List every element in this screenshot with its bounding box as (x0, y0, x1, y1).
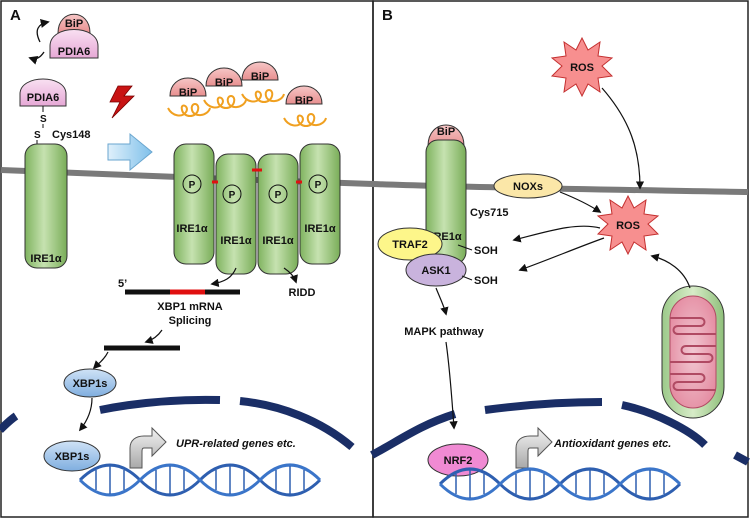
ros-burst-icon-top (550, 36, 614, 98)
ire1-oligomer-3 (257, 153, 299, 275)
ros-to-ask1-arrow (518, 237, 605, 272)
ire1-oligomer-4 (299, 143, 341, 265)
pdia6-bound (19, 78, 67, 107)
splicing-arrow (210, 267, 237, 288)
soh-ask1-label: SOH (474, 275, 498, 287)
mito-to-ros-arrow (650, 253, 691, 289)
spliced-arrow (144, 329, 163, 344)
nuclear-import-arrow (78, 397, 93, 432)
xbp1s-cytosolic-label: XBP1s (73, 378, 108, 390)
phospho-label-1: P (189, 180, 196, 191)
ire1-oligomer-1 (173, 143, 215, 265)
ask1-protein (405, 253, 467, 287)
phospho-circle-2 (222, 184, 242, 204)
noxs-label: NOXs (513, 181, 543, 193)
xbp1s-nuclear (43, 440, 101, 472)
ire1-oligomer-label-3: IRE1α (262, 235, 293, 247)
pdia6-bound-label: PDIA6 (27, 92, 59, 104)
splicing-label: Splicing (169, 315, 212, 327)
translation-arrow (92, 351, 109, 370)
phospho-circle-3 (268, 184, 288, 204)
cys148-label: Cys148 (52, 129, 91, 141)
bip-released-1 (169, 77, 207, 97)
upr-genes-label: UPR-related genes etc. (176, 438, 296, 450)
ros-top-label: ROS (570, 62, 594, 74)
ridd-label: RIDD (289, 287, 316, 299)
noxs-enzyme (493, 173, 563, 199)
dna-helix-icon (78, 463, 322, 497)
ire1-oligomer-label-1: IRE1α (176, 223, 207, 235)
cys715-soh-bond (457, 244, 473, 251)
mitochondrion-icon (661, 285, 725, 419)
nuclear-envelope (0, 395, 750, 466)
ros-burst-icon-center (596, 194, 660, 256)
bip-released-1-label: BiP (179, 87, 197, 99)
exchange-arrow-up (36, 18, 50, 43)
ridd-arrow (283, 267, 298, 284)
bip-bound-label: BiP (437, 126, 455, 138)
ros-center-label: ROS (616, 220, 640, 232)
ros-influx-arrow (601, 87, 645, 190)
bip-label: BiP (65, 18, 83, 30)
traf2-protein (377, 227, 443, 261)
ask1-soh-bond (461, 275, 473, 281)
phospho-label-3: P (275, 190, 282, 201)
ask1-label: ASK1 (421, 265, 450, 277)
bip-released-2-label: BiP (215, 77, 233, 89)
exchange-arrow-back (28, 51, 45, 65)
ros-to-ire1-arrow (512, 225, 601, 243)
bent-arrow-icon-b (515, 426, 553, 469)
ire1-oligomer: P P P P IRE1α IRE1α IRE1α IRE1α (173, 143, 341, 275)
ire1-oligomer-2 (215, 153, 257, 275)
nrf2-label: NRF2 (444, 455, 473, 467)
ask1-to-mapk-arrow (435, 287, 449, 316)
pdia6-label: PDIA6 (58, 46, 90, 58)
bip-released-2 (205, 67, 243, 87)
ire1-monomer-label: IRE1α (30, 253, 61, 265)
ire1-oligomer-label-4: IRE1α (304, 223, 335, 235)
phospho-circle-1 (182, 174, 202, 194)
pdia6-shape (49, 29, 99, 59)
lightning-icon (109, 85, 135, 119)
dna-helix-icon-b (438, 467, 682, 501)
traf2-label: TRAF2 (392, 239, 427, 251)
er-membrane (0, 167, 749, 195)
mapk-label: MAPK pathway (404, 326, 484, 338)
ire1-oligomer-label-2: IRE1α (220, 235, 251, 247)
antioxidant-genes-label: Antioxidant genes etc. (553, 438, 671, 450)
panel-a-label: A (10, 7, 21, 24)
phospho-label-4: P (315, 180, 322, 191)
block-arrow-icon (107, 132, 153, 172)
noxs-to-ros-arrow (559, 191, 602, 213)
xbp1-mrna-label: XBP1 mRNA (157, 301, 222, 313)
panel-b-label: B (382, 7, 393, 24)
ire1-monomer (24, 143, 68, 269)
mapk-to-nrf2-arrow (445, 341, 458, 430)
panel-b-frame (372, 0, 749, 518)
sulfur-top: S (40, 114, 47, 125)
cys715-label: Cys715 (470, 207, 509, 219)
five-prime-label: 5’ (118, 278, 127, 290)
bip-released-3-label: BiP (251, 71, 269, 83)
bip-released-4-label: BiP (295, 95, 313, 107)
sulfur-bottom: S (34, 130, 41, 141)
soh-ire1-label: SOH (474, 245, 498, 257)
xbp1s-nuclear-label: XBP1s (55, 451, 90, 463)
phospho-circle-4 (308, 174, 328, 194)
bip-cap (57, 13, 91, 34)
phospho-label-2: P (229, 190, 236, 201)
bip-released-4 (285, 85, 323, 105)
bent-arrow-icon (129, 426, 167, 469)
bip-unfolded-cluster: BiP BiP BiP BiP (167, 61, 327, 127)
bip-released-3 (241, 61, 279, 81)
bip-pdia6-complex: BiP PDIA6 (49, 13, 99, 59)
xbp1s-cytosolic (63, 368, 117, 398)
